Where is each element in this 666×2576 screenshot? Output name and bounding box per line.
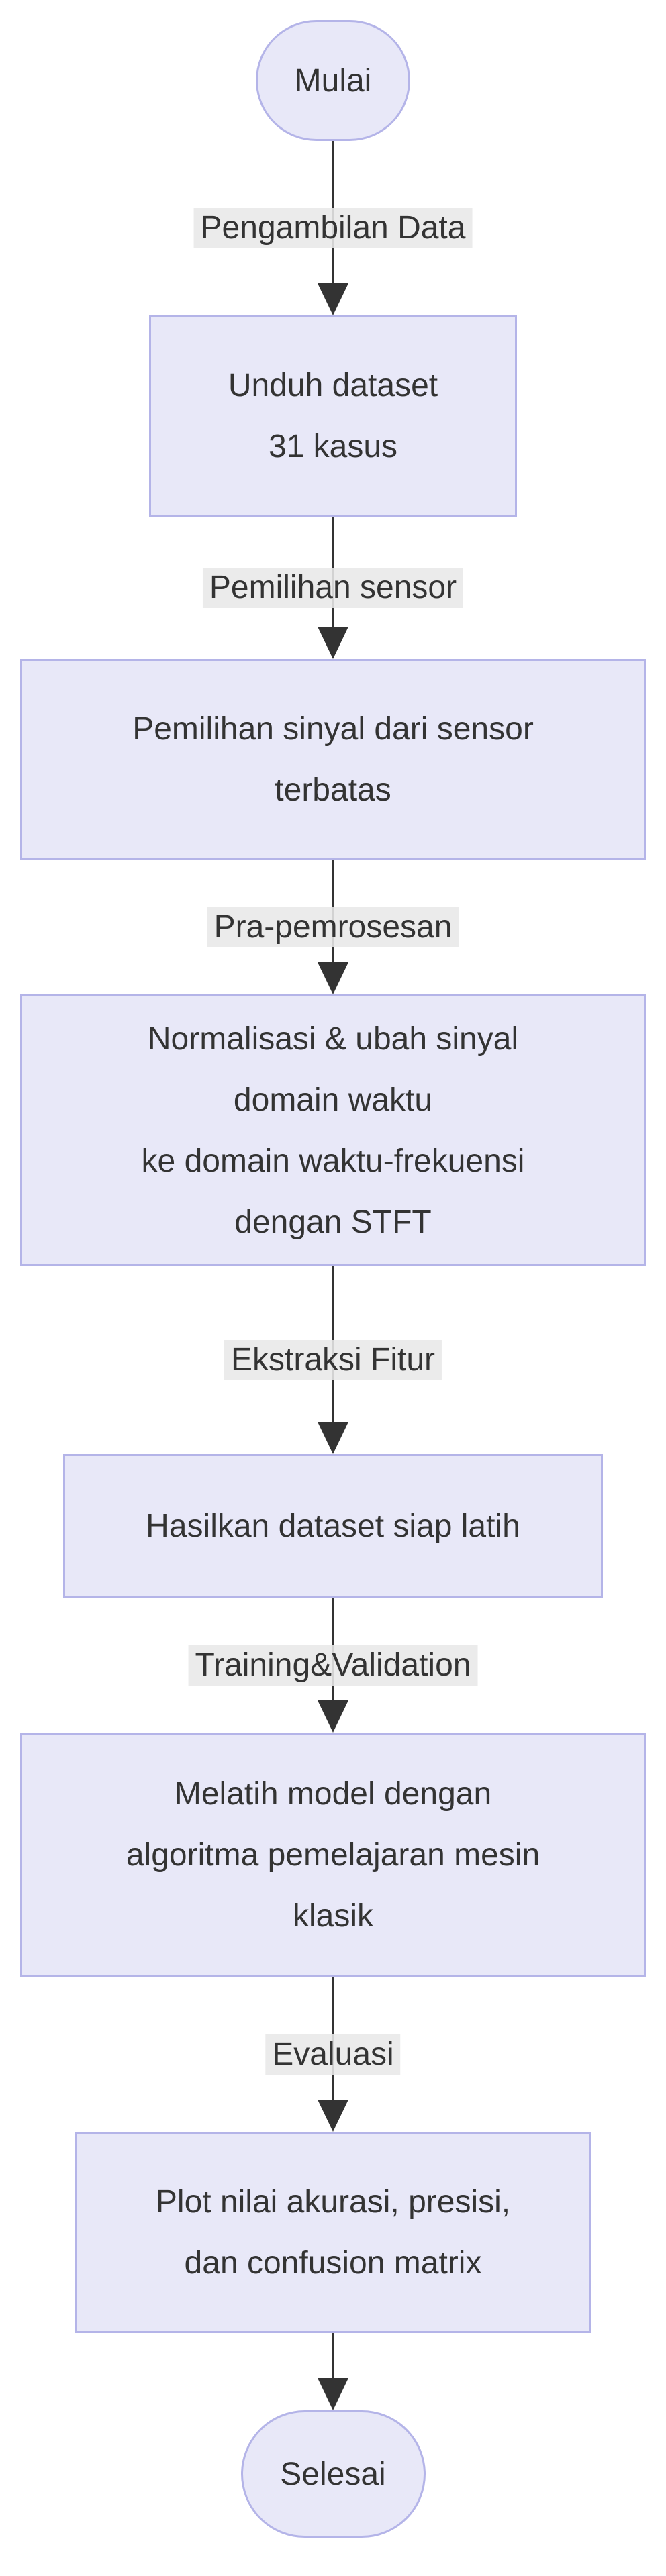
edge-start-to-unduh: Pengambilan Data <box>0 141 666 315</box>
node-mulai-label: Mulai <box>294 62 372 99</box>
edge-label-evaluasi: Evaluasi <box>265 2034 401 2075</box>
node-plot-hasil-line1: Plot nilai akurasi, presisi, <box>155 2184 511 2220</box>
edge-label-pengambilan-data: Pengambilan Data <box>193 208 473 248</box>
node-plot-hasil-line2: dan confusion matrix <box>184 2245 482 2281</box>
node-selesai: Selesai <box>240 2410 426 2538</box>
node-pemilihan-sinyal-line2: terbatas <box>275 772 391 808</box>
edge-melatih-to-plot: Evaluasi <box>0 1977 666 2132</box>
node-unduh-dataset: Unduh dataset 31 kasus <box>149 315 517 517</box>
arrow-down-icon <box>318 627 348 659</box>
node-melatih-model: Melatih model dengan algoritma pemelajar… <box>20 1733 646 1977</box>
edge-unduh-to-pemilihan: Pemilihan sensor <box>0 517 666 659</box>
arrow-down-icon <box>318 2100 348 2132</box>
arrow-down-icon <box>318 1700 348 1733</box>
node-plot-hasil: Plot nilai akurasi, presisi, dan confusi… <box>75 2132 591 2333</box>
arrow-down-icon <box>318 962 348 994</box>
edge-normalisasi-to-hasilkan: Ekstraksi Fitur <box>0 1266 666 1454</box>
arrow-down-icon <box>318 283 348 315</box>
node-pemilihan-sinyal-line1: Pemilihan sinyal dari sensor <box>132 711 534 747</box>
node-normalisasi-stft-line3: ke domain waktu-frekuensi <box>141 1143 525 1179</box>
edge-label-ekstraksi-fitur: Ekstraksi Fitur <box>224 1340 442 1380</box>
node-melatih-model-line3: klasik <box>292 1898 374 1934</box>
node-unduh-dataset-line1: Unduh dataset <box>228 368 438 403</box>
arrow-down-icon <box>318 1422 348 1454</box>
edge-hasilkan-to-melatih: Training&Validation <box>0 1598 666 1733</box>
node-normalisasi-stft-line4: dengan STFT <box>234 1204 432 1240</box>
node-hasilkan-dataset: Hasilkan dataset siap latih <box>63 1454 603 1598</box>
node-normalisasi-stft: Normalisasi & ubah sinyal domain waktu k… <box>20 994 646 1266</box>
node-unduh-dataset-line2: 31 kasus <box>268 429 398 464</box>
arrow-down-icon <box>318 2378 348 2410</box>
edge-label-pra-pemrosesan: Pra-pemrosesan <box>207 907 459 947</box>
node-mulai: Mulai <box>256 20 410 141</box>
edge-pemilihan-to-normalisasi: Pra-pemrosesan <box>0 860 666 994</box>
node-normalisasi-stft-line1: Normalisasi & ubah sinyal <box>147 1021 519 1057</box>
edge-plot-to-end <box>0 2333 666 2410</box>
edge-line <box>332 2333 334 2385</box>
edge-label-pemilihan-sensor: Pemilihan sensor <box>202 568 464 608</box>
edge-label-training-validation: Training&Validation <box>188 1645 478 1686</box>
node-pemilihan-sinyal: Pemilihan sinyal dari sensor terbatas <box>20 659 646 860</box>
node-selesai-label: Selesai <box>280 2456 386 2492</box>
node-normalisasi-stft-line2: domain waktu <box>233 1082 433 1118</box>
node-melatih-model-line2: algoritma pemelajaran mesin <box>126 1837 540 1873</box>
node-hasilkan-dataset-line1: Hasilkan dataset siap latih <box>146 1508 520 1544</box>
node-melatih-model-line1: Melatih model dengan <box>174 1776 492 1812</box>
